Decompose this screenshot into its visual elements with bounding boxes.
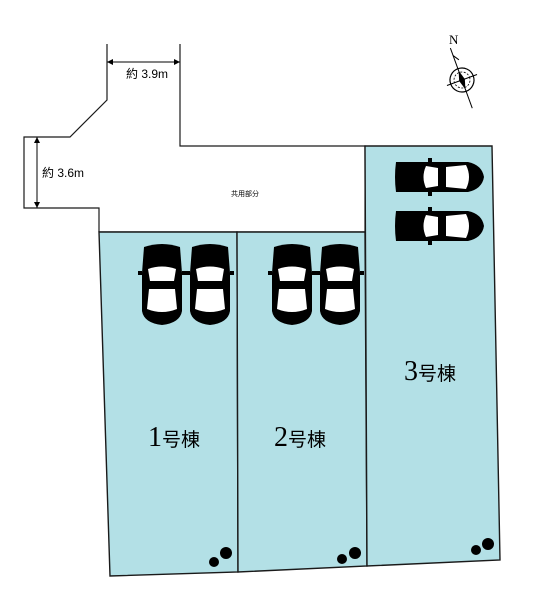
compass-north-label: N [449, 32, 459, 47]
tree-icon [471, 538, 494, 555]
compass-icon [446, 47, 478, 109]
lot-3 [364, 145, 501, 567]
common-area-label: 共用部分 [231, 189, 259, 198]
access-path-outline [23, 44, 366, 233]
dimension-top-label: 約 3.9m [126, 66, 168, 81]
car-icon [395, 158, 484, 196]
car-icon [268, 244, 316, 325]
car-icon [138, 244, 186, 325]
dimension-left-height: 約 3.6m [34, 137, 98, 208]
car-icon [395, 207, 484, 245]
tree-icon [337, 547, 361, 564]
lot-1-label: 1号棟 [148, 422, 200, 453]
dimension-top-width: 約 3.9m [107, 59, 180, 81]
lot-2-label: 2号棟 [274, 422, 326, 453]
tree-icon [209, 547, 232, 567]
car-icon [186, 244, 234, 325]
car-icon [316, 244, 364, 325]
dimension-left-label: 約 3.6m [42, 165, 84, 180]
lot-3-label: 3号棟 [404, 356, 456, 387]
